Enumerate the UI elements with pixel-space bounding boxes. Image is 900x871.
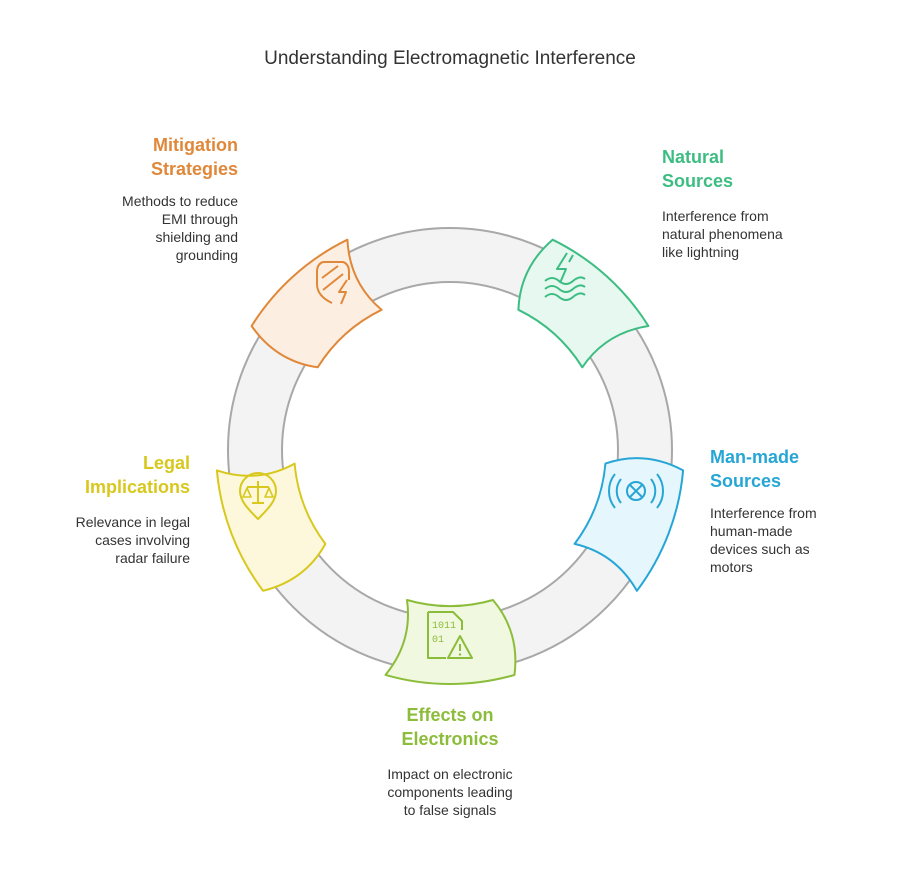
desc-line: like lightning — [662, 244, 740, 260]
effects-on-electronics-heading: Effects on Electronics — [330, 703, 570, 751]
effects-on-electronics-description: Impact on electronic components leading … — [330, 765, 570, 819]
desc-line: Impact on electronic — [387, 766, 513, 782]
desc-line: human-made — [710, 523, 793, 539]
heading-line: Implications — [84, 477, 190, 497]
desc-line: cases involving — [95, 532, 190, 548]
heading-line: Electronics — [401, 729, 499, 749]
segment-legal-implications — [215, 462, 327, 592]
scales-pin-icon — [239, 472, 277, 520]
man-made-sources-description: Interference from human-made devices suc… — [710, 504, 817, 576]
desc-line: Methods to reduce — [122, 193, 238, 209]
mitigation-strategies-heading: Mitigation Strategies — [68, 133, 238, 181]
diagram-title: Understanding Electromagnetic Interferen… — [264, 48, 636, 69]
legal-implications-description: Relevance in legal cases involving radar… — [40, 513, 190, 567]
desc-line: radar failure — [115, 550, 190, 566]
desc-line: Interference from — [662, 208, 769, 224]
desc-line: grounding — [175, 247, 238, 263]
man-made-sources-heading: Man-made Sources — [710, 445, 799, 493]
desc-line: motors — [710, 559, 753, 575]
segment-effects-on-electronics: 1011 01 — [384, 599, 517, 685]
natural-sources-description: Interference from natural phenomena like… — [662, 207, 783, 261]
desc-line: EMI through — [161, 211, 238, 227]
heading-line: Sources — [710, 471, 782, 491]
mitigation-strategies-description: Methods to reduce EMI through shielding … — [68, 192, 238, 264]
heading-line: Legal — [142, 453, 190, 473]
heading-line: Man-made — [710, 447, 800, 467]
lightning-waves-icon — [544, 252, 586, 301]
segment-band-natural — [517, 238, 650, 369]
signal-interference-icon — [608, 473, 664, 509]
heading-line: Natural — [662, 147, 725, 167]
heading-line: Effects on — [406, 705, 494, 725]
heading-line: Sources — [662, 171, 734, 191]
legal-implications-heading: Legal Implications — [40, 451, 190, 499]
binary-warning-icon: 1011 01 — [427, 611, 473, 659]
desc-line: Interference from — [710, 505, 817, 521]
desc-line: components leading — [387, 784, 513, 800]
desc-line: shielding and — [155, 229, 238, 245]
segment-man-made-sources — [573, 457, 685, 592]
segment-mitigation-strategies — [250, 238, 383, 369]
svg-text:01: 01 — [432, 635, 444, 646]
shield-bolt-icon — [316, 261, 350, 305]
natural-sources-heading: Natural Sources — [662, 145, 733, 193]
desc-line: natural phenomena — [662, 226, 783, 242]
heading-line: Mitigation — [153, 135, 238, 155]
desc-line: to false signals — [403, 802, 497, 818]
svg-text:1011: 1011 — [432, 621, 456, 632]
heading-line: Strategies — [150, 159, 238, 179]
segment-band-effects — [384, 599, 517, 685]
desc-line: Relevance in legal — [75, 514, 190, 530]
segment-natural-sources — [517, 238, 650, 369]
desc-line: devices such as — [710, 541, 810, 557]
